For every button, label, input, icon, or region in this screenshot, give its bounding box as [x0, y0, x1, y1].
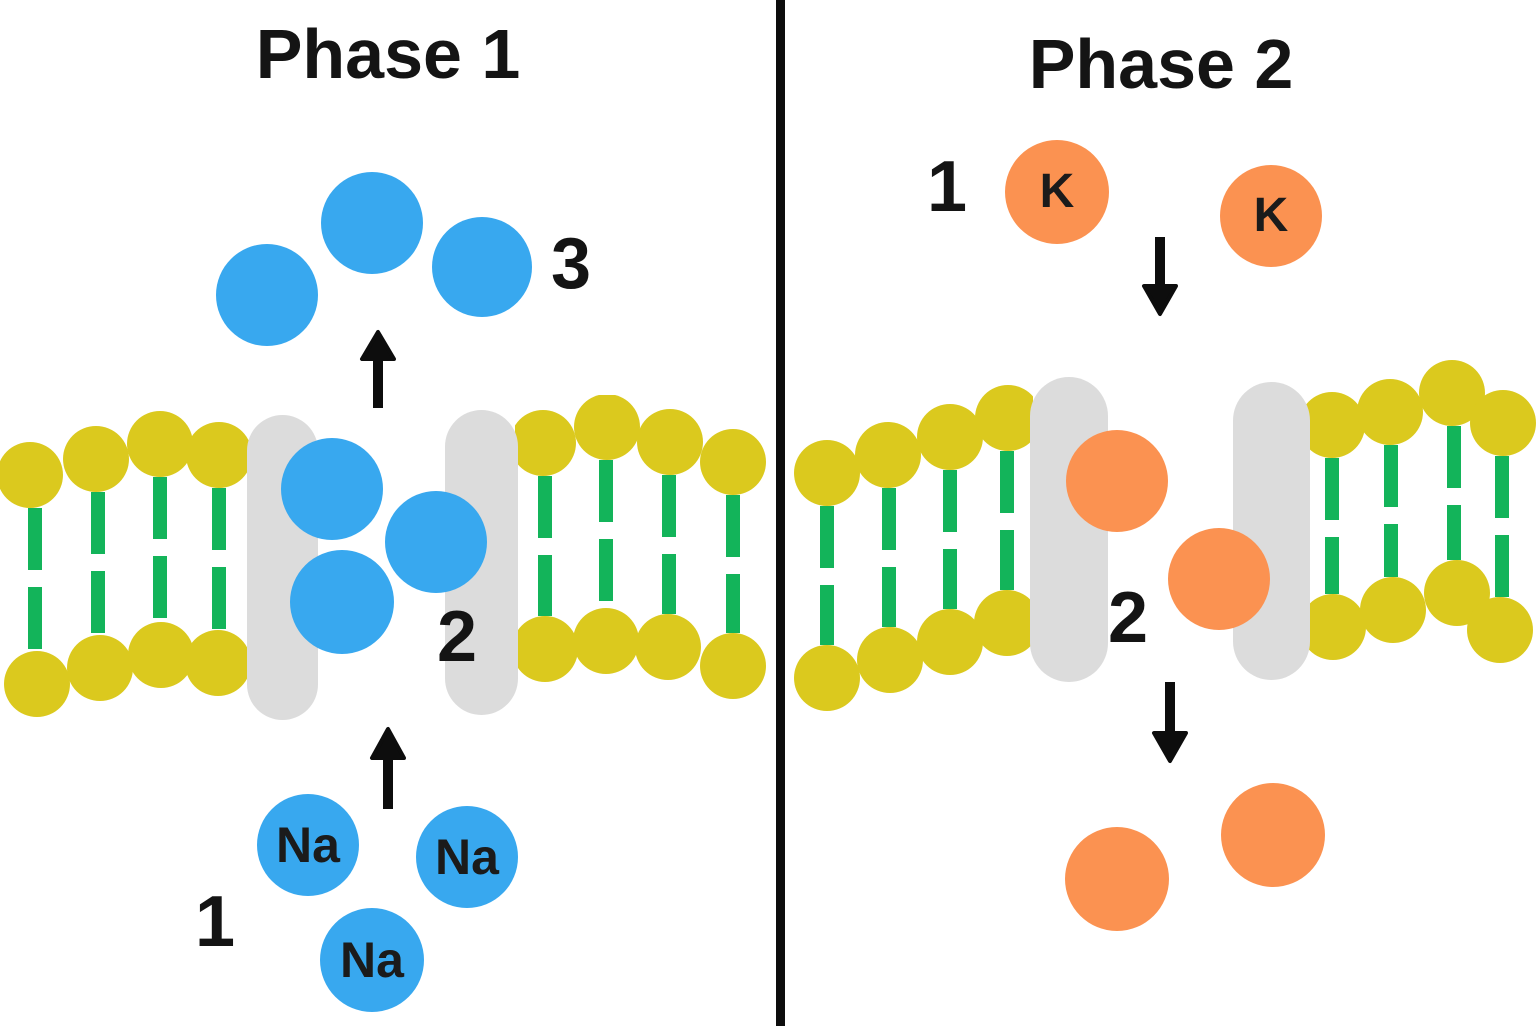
sodium-ion: [385, 491, 487, 593]
lipid-head: [185, 630, 250, 696]
step2-label: 2: [436, 597, 478, 677]
lipid-head: [127, 411, 193, 477]
down-arrow-icon: [1152, 682, 1188, 763]
phospholipid-bilayer-section: [0, 411, 250, 717]
potassium-ion-symbol: K: [1039, 165, 1075, 218]
up-arrow-icon: [370, 727, 406, 809]
lipid-head: [1470, 390, 1536, 456]
lipid-head: [794, 440, 860, 506]
sodium-ion: [216, 244, 318, 346]
lipid-head: [1360, 577, 1426, 643]
potassium-ion: [1168, 528, 1270, 630]
potassium-ion: [1065, 827, 1169, 931]
channel-protein-left-pillar: [1030, 377, 1108, 682]
sodium-ion-labeled: Na: [320, 908, 424, 1012]
potassium-ion: [1066, 430, 1168, 532]
lipid-head: [63, 426, 129, 492]
sodium-ion-labeled: Na: [257, 794, 359, 896]
lipid-head: [794, 645, 860, 711]
phospholipid-bilayer-section: [794, 385, 1033, 711]
step1-label: 1: [194, 882, 236, 962]
phase1-title: Phase 1: [255, 15, 521, 93]
potassium-ion-symbol: K: [1253, 189, 1289, 242]
phospholipid-bilayer-section: [515, 395, 766, 699]
lipid-head: [975, 385, 1033, 451]
potassium-ion: [1221, 783, 1325, 887]
lipid-head: [515, 616, 578, 682]
phospholipid-bilayer-section: [1305, 360, 1536, 663]
sodium-ion-symbol: Na: [340, 932, 404, 988]
step1-label: 1: [926, 147, 968, 227]
lipid-head: [1467, 597, 1533, 663]
sodium-ion: [432, 217, 532, 317]
lipid-head: [917, 609, 983, 675]
lipid-head: [1357, 379, 1423, 445]
lipid-head: [67, 635, 133, 701]
lipid-head: [573, 608, 639, 674]
lipid-head: [1305, 392, 1365, 458]
sodium-ion: [321, 172, 423, 274]
lipid-head: [855, 422, 921, 488]
sodium-ion-labeled: Na: [416, 806, 518, 908]
phase2-title: Phase 2: [1028, 25, 1294, 103]
step2-label: 2: [1107, 578, 1149, 658]
channel-protein-right-pillar: [1233, 382, 1310, 680]
sodium-ion: [290, 550, 394, 654]
lipid-head: [1419, 360, 1485, 426]
sodium-ion-symbol: Na: [435, 829, 499, 885]
lipid-head: [1305, 594, 1366, 660]
lipid-head: [635, 614, 701, 680]
lipid-head: [0, 442, 63, 508]
potassium-ion-labeled: K: [1220, 165, 1322, 267]
sodium-ion-symbol: Na: [276, 817, 340, 873]
lipid-head: [857, 627, 923, 693]
sodium-ion: [281, 438, 383, 540]
lipid-head: [515, 410, 576, 476]
lipid-head: [700, 633, 766, 699]
step3-label: 3: [550, 224, 592, 304]
up-arrow-icon: [360, 330, 396, 408]
lipid-head: [700, 429, 766, 495]
lipid-head: [186, 422, 250, 488]
lipid-head: [974, 590, 1033, 656]
lipid-head: [1424, 560, 1490, 626]
lipid-head: [917, 404, 983, 470]
down-arrow-icon: [1142, 237, 1178, 316]
potassium-ion-labeled: K: [1005, 140, 1109, 244]
lipid-head: [128, 622, 194, 688]
lipid-head: [637, 409, 703, 475]
lipid-head: [4, 651, 70, 717]
panel-divider: [776, 0, 785, 1026]
lipid-head: [574, 395, 640, 460]
